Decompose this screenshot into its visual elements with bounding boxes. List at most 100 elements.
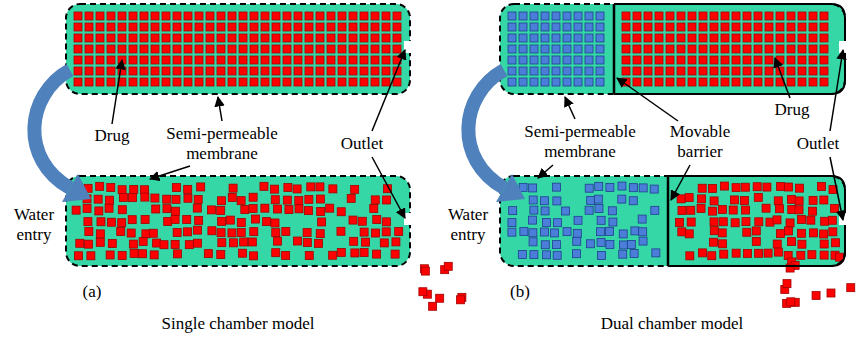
drug-particle: [677, 45, 685, 53]
drug-particle: [395, 227, 403, 235]
drug-particle: [685, 194, 693, 202]
drug-particle: [686, 252, 694, 260]
drug-particle: [573, 250, 581, 258]
drug-particle: [685, 230, 693, 238]
drug-particle: [741, 183, 749, 191]
drug-particle: [307, 183, 315, 191]
drug-particle: [710, 197, 718, 205]
drug-particle: [329, 185, 337, 193]
drug-particle: [208, 227, 216, 235]
drug-particle: [206, 12, 214, 20]
drug-particle: [249, 193, 257, 201]
drug-particle: [530, 12, 538, 20]
drug-particle: [798, 216, 806, 224]
drug-particle: [273, 237, 281, 245]
drug-particle: [666, 56, 674, 64]
drug-particle: [585, 78, 593, 86]
semi-permeable-membrane: [500, 176, 845, 266]
drug-particle: [360, 67, 368, 75]
drug-particle: [195, 12, 203, 20]
drug-particle: [140, 78, 148, 86]
drug-particle: [173, 229, 181, 237]
drug-particle: [777, 182, 785, 190]
drug-particle: [393, 12, 401, 20]
drug-particle: [699, 23, 707, 31]
drug-particle: [239, 12, 247, 20]
drug-particle: [820, 23, 828, 31]
drug-particle: [655, 56, 663, 64]
drug-particle: [248, 238, 256, 246]
drug-particle: [118, 12, 126, 20]
drug-particle: [85, 34, 93, 42]
drug-particle: [508, 219, 516, 227]
drug-particle: [508, 34, 516, 42]
drug-particle: [105, 196, 113, 204]
drug-particle: [552, 34, 560, 42]
drug-particle: [650, 185, 658, 193]
drug-particle: [140, 12, 148, 20]
drug-particle: [776, 23, 784, 31]
drug-particle: [798, 56, 806, 64]
drug-particle: [754, 34, 762, 42]
drug-particle: [710, 227, 718, 235]
semi-permeable-membrane: [66, 176, 410, 266]
drug-particle: [732, 249, 740, 257]
drug-particle: [217, 23, 225, 31]
drug-particle: [743, 228, 751, 236]
drug-particle: [272, 67, 280, 75]
drug-particle: [193, 239, 201, 247]
drug-particle: [153, 239, 161, 247]
drug-particle: [74, 252, 82, 260]
drug-particle: [105, 204, 113, 212]
drug-particle: [228, 193, 236, 201]
drug-particle: [618, 195, 626, 203]
drug-particle: [316, 45, 324, 53]
drug-particle: [655, 23, 663, 31]
drug-particle: [316, 195, 324, 203]
drug-particle: [119, 193, 127, 201]
drug-particle: [598, 252, 606, 260]
leader-line: [372, 157, 405, 218]
drug-particle: [249, 205, 257, 213]
drug-particle: [338, 34, 346, 42]
drug-particle: [316, 12, 324, 20]
drug-particle: [541, 34, 549, 42]
drug-particle: [360, 23, 368, 31]
drug-particle: [688, 34, 696, 42]
drug-particle: [162, 12, 170, 20]
drug-particle: [633, 78, 641, 86]
drug-particle: [817, 182, 825, 190]
drug-particle: [217, 251, 225, 259]
drug-particle: [605, 227, 613, 235]
panel-caption: Dual chamber model: [601, 314, 744, 334]
drug-particle: [699, 12, 707, 20]
drug-particle: [237, 219, 245, 227]
drug-particle: [630, 249, 638, 257]
drug-particle: [743, 34, 751, 42]
drug-particle: [508, 23, 516, 31]
drug-particle: [162, 78, 170, 86]
drug-particle: [677, 34, 685, 42]
drug-particle: [162, 45, 170, 53]
drug-particle: [294, 78, 302, 86]
drug-particle: [530, 78, 538, 86]
drug-particle: [149, 229, 157, 237]
drug-particle: [820, 196, 828, 204]
drug-particle: [787, 67, 795, 75]
drug-particle: [337, 208, 345, 216]
drug-particle: [151, 194, 159, 202]
drug-particle: [508, 12, 516, 20]
drug-particle: [597, 238, 605, 246]
drug-particle: [193, 226, 201, 234]
drug-particle: [195, 216, 203, 224]
drug-particle: [529, 184, 537, 192]
drug-particle: [283, 78, 291, 86]
drug-particle: [107, 56, 115, 64]
drug-particle: [84, 240, 92, 248]
drug-particle: [261, 56, 269, 64]
drug-particle: [293, 185, 301, 193]
drug-particle: [629, 197, 637, 205]
drug-particle: [371, 45, 379, 53]
drug-particle: [260, 182, 268, 190]
drug-particle: [585, 56, 593, 64]
